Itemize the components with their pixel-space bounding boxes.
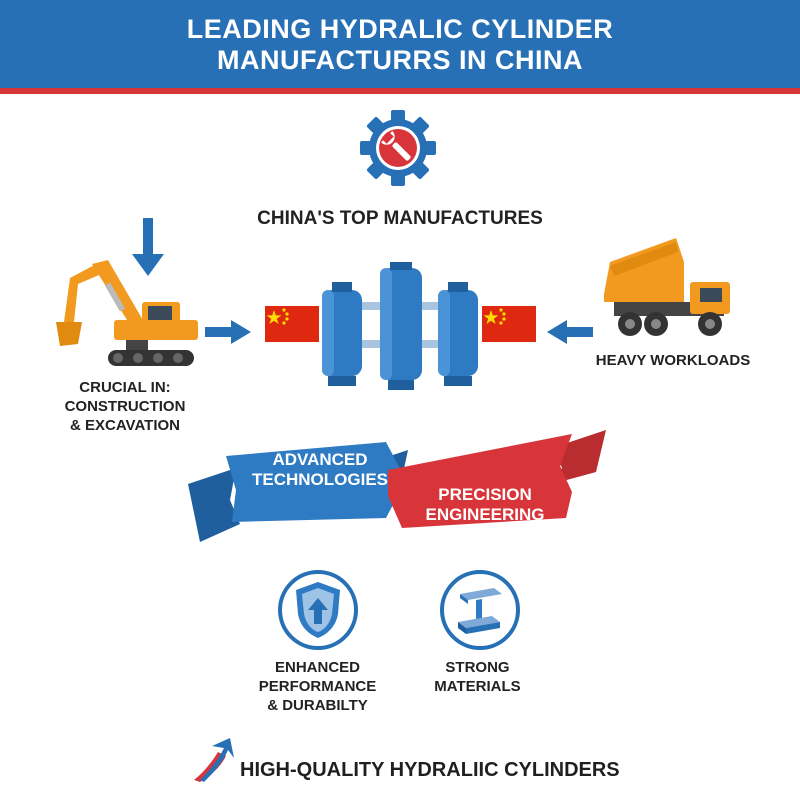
title-line-1: LEADING HYDRALIC CYLINDER — [186, 14, 614, 44]
header-stripe — [0, 88, 800, 94]
subtitle: CHINA'S TOP MANUFACTURES — [257, 208, 543, 229]
china-flag-icon — [265, 306, 319, 342]
excavator-icon — [56, 260, 198, 366]
left-arrow-icon — [547, 320, 593, 344]
advanced-technologies-label: ADVANCED TECHNOLOGIES — [235, 450, 405, 490]
header-bar — [0, 0, 800, 88]
gear-wrench-icon — [360, 110, 436, 186]
advanced-technologies-line-2: TECHNOLOGIES — [251, 470, 388, 489]
enhanced-performance-line-3: & DURABILTY — [267, 697, 368, 714]
hydraulic-cylinders-icon — [322, 262, 478, 390]
enhanced-performance-label: ENHANCED PERFORMANCE & DURABILTY — [240, 658, 395, 715]
heavy-workloads-label: HEAVY WORKLOADS — [595, 352, 751, 369]
china-flag-icon-right — [482, 306, 536, 342]
construction-label: CRUCIAL IN: CONSTRUCTION & EXCAVATION — [40, 378, 210, 435]
page-title: LEADING HYDRALIC CYLINDER MANUFACTURRS I… — [0, 14, 800, 76]
construction-label-line-1: CRUCIAL IN: — [79, 379, 171, 396]
precision-engineering-line-2: ENGINEERING — [425, 505, 545, 524]
dump-truck-icon — [604, 238, 730, 336]
rising-arrow-icon — [194, 738, 234, 782]
enhanced-performance-line-1: ENHANCED — [274, 659, 360, 676]
enhanced-performance-line-2: PERFORMANCE — [258, 678, 377, 695]
construction-label-line-2: CONSTRUCTION — [64, 398, 186, 415]
down-arrow-icon — [132, 218, 164, 276]
title-line-2: MANUFACTURRS IN CHINA — [217, 45, 583, 75]
precision-engineering-label: PRECISION ENGINEERING — [400, 485, 570, 525]
shield-up-icon — [278, 570, 358, 650]
strong-materials-label: STRONG MATERIALS — [400, 658, 555, 696]
right-arrow-icon — [205, 320, 251, 344]
ribbon-banner — [188, 430, 606, 542]
construction-label-line-3: & EXCAVATION — [69, 417, 180, 434]
advanced-technologies-line-1: ADVANCED — [272, 450, 368, 469]
strong-materials-line-1: STRONG — [445, 659, 510, 676]
strong-materials-line-2: MATERIALS — [434, 678, 521, 695]
precision-engineering-line-1: PRECISION — [438, 485, 532, 504]
steel-beam-icon — [440, 570, 520, 650]
footer-tagline: HIGH-QUALITY HYDRALIIC CYLINDERS — [240, 759, 620, 781]
